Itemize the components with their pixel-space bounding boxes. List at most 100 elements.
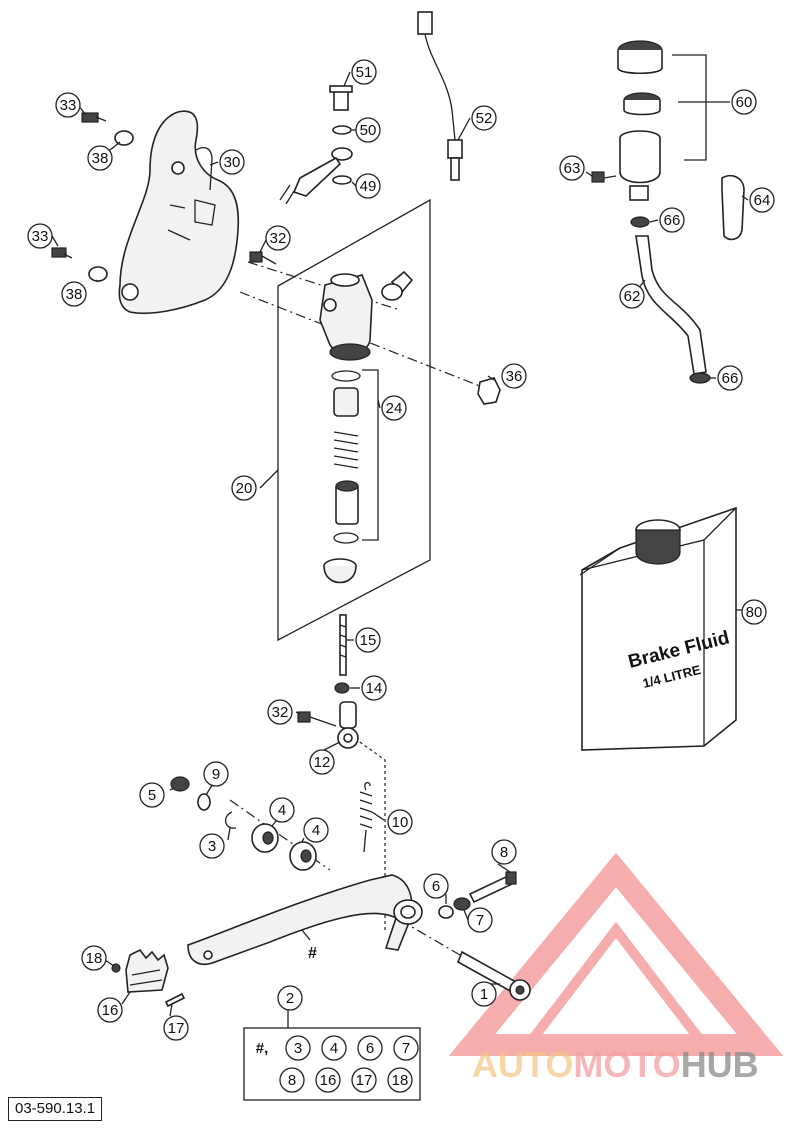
callout-30: 30 xyxy=(219,149,245,175)
master-cylinder-body xyxy=(319,273,373,361)
kit-item-18: 18 xyxy=(387,1067,413,1093)
pedal-step-plate xyxy=(125,948,169,993)
callout-number: 4 xyxy=(278,802,286,819)
kit-frame-20 xyxy=(277,198,431,642)
return-spring xyxy=(333,431,359,469)
kit-item-label: 3 xyxy=(294,1040,302,1057)
kit-item-label: 16 xyxy=(320,1072,337,1089)
callout-number: 30 xyxy=(224,154,241,171)
brake-pedal xyxy=(187,874,423,966)
reservoir-bracket xyxy=(721,174,745,241)
callout-number: 80 xyxy=(746,604,763,621)
callout-10: 10 xyxy=(387,809,413,835)
reservoir-diaphragm xyxy=(623,92,661,116)
o-ring xyxy=(331,370,361,382)
callout-number: 32 xyxy=(272,704,289,721)
callout-number: 24 xyxy=(386,400,403,417)
callout-number: 5 xyxy=(148,787,156,804)
callout-number: 62 xyxy=(624,288,641,305)
pivot-bolt xyxy=(456,950,531,1001)
callout-number: 12 xyxy=(314,754,331,771)
callout-1: 1 xyxy=(471,981,497,1007)
kit-item-7: 7 xyxy=(393,1035,419,1061)
callout-6: 6 xyxy=(423,873,449,899)
guard-screw-upper xyxy=(81,112,107,123)
callout-52: 52 xyxy=(471,105,497,131)
callout-number: 6 xyxy=(432,878,440,895)
pedal-marker: # xyxy=(308,945,317,962)
callout-80: 80 xyxy=(741,599,767,625)
callout-number: 63 xyxy=(564,160,581,177)
callout-15: 15 xyxy=(355,627,381,653)
reservoir-hose xyxy=(635,235,707,375)
callout-62: 62 xyxy=(619,283,645,309)
watermark-text: AUTOMOTOHUB xyxy=(472,1044,759,1086)
kit-item-label: 18 xyxy=(392,1072,409,1089)
callout-number: 3 xyxy=(208,838,216,855)
guard-bushing-upper xyxy=(114,130,134,146)
kit-item-label: 17 xyxy=(356,1072,373,1089)
sealing-washer-upper xyxy=(332,125,352,135)
callout-4: 4 xyxy=(303,817,329,843)
sealing-washer-lower xyxy=(332,175,352,185)
mount-axis-upper xyxy=(247,261,401,311)
banjo-bolt xyxy=(329,85,353,111)
kit-item-17: 17 xyxy=(351,1067,377,1093)
kit-item-label: 4 xyxy=(330,1040,338,1057)
callout-16: 16 xyxy=(97,997,123,1023)
pivot-washer xyxy=(197,793,211,811)
adjuster-nut xyxy=(453,897,471,911)
reservoir-cap xyxy=(617,40,663,75)
kit-item-16: 16 xyxy=(315,1067,341,1093)
callout-number: 15 xyxy=(360,632,377,649)
callout-12: 12 xyxy=(309,749,335,775)
return-spring-pedal xyxy=(359,781,373,853)
guard-bushing-lower xyxy=(88,266,108,282)
callout-number: 64 xyxy=(754,192,771,209)
pivot-bearing-2 xyxy=(289,841,317,871)
callout-number: 7 xyxy=(476,912,484,929)
clevis xyxy=(337,701,359,749)
callout-8: 8 xyxy=(491,839,517,865)
kit-item-label: 6 xyxy=(366,1040,374,1057)
mount-nut-36 xyxy=(477,377,501,405)
callout-number: 60 xyxy=(736,94,753,111)
dust-boot xyxy=(323,558,357,584)
piston-sleeve xyxy=(333,387,359,417)
callout-number: 33 xyxy=(60,97,77,114)
callout-9: 9 xyxy=(203,761,229,787)
push-rod xyxy=(339,614,347,676)
callout-number: 9 xyxy=(212,766,220,783)
callout-66: 66 xyxy=(717,365,743,391)
reservoir-body xyxy=(619,130,661,201)
callout-number: 38 xyxy=(92,150,109,167)
callout-number: 66 xyxy=(722,370,739,387)
kit-bracket-24 xyxy=(362,369,379,541)
callout-24: 24 xyxy=(381,395,407,421)
callout-number: 16 xyxy=(102,1002,119,1019)
callout-32: 32 xyxy=(265,225,291,251)
callout-2: 2 xyxy=(277,985,303,1011)
callout-number: 52 xyxy=(476,110,493,127)
callout-66: 66 xyxy=(659,207,685,233)
adjuster-washer xyxy=(438,905,454,919)
callout-number: 10 xyxy=(392,814,409,831)
pivot-circlip xyxy=(225,811,237,829)
heel-guard xyxy=(118,110,240,315)
step-plate-pin xyxy=(164,992,186,1008)
clevis-bolt xyxy=(297,711,337,727)
callout-number: 38 xyxy=(66,286,83,303)
callout-3: 3 xyxy=(199,833,225,859)
brake-fluid-container: Brake Fluid 1/4 LITRE xyxy=(579,506,737,751)
kit-item-8: 8 xyxy=(279,1067,305,1093)
callout-number: 33 xyxy=(32,228,49,245)
kit-row-2: 8 16 17 18 xyxy=(279,1067,413,1093)
adjuster-bolt xyxy=(468,871,517,904)
callout-32: 32 xyxy=(267,699,293,725)
callout-number: 14 xyxy=(366,680,383,697)
callout-64: 64 xyxy=(749,187,775,213)
guard-screw-lower xyxy=(51,247,73,259)
